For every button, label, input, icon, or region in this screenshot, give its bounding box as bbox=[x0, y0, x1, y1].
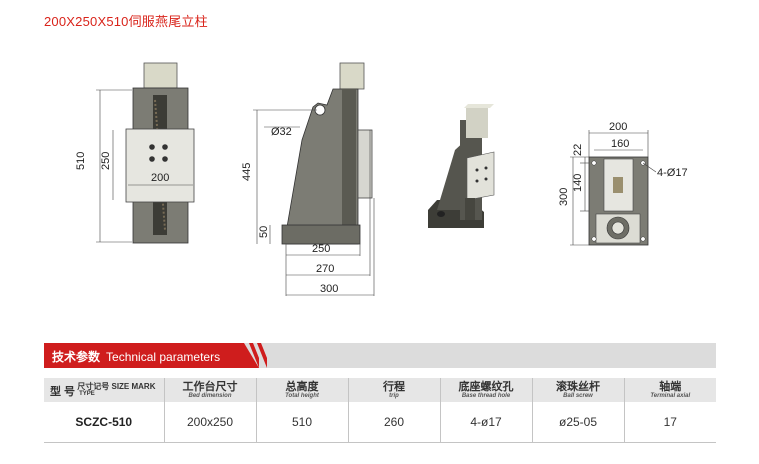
top-dim-140: 140 bbox=[572, 174, 584, 192]
top-dim-22: 22 bbox=[572, 144, 584, 156]
banner-title-cn: 技术参数 bbox=[52, 350, 101, 364]
size-mark-label: 尺寸记号 SIZE MARK bbox=[77, 382, 156, 391]
cell-bed: 200x250 bbox=[163, 402, 256, 443]
table-row: SCZC-510 200x250 510 260 4-ø17 ø25-05 17 bbox=[44, 402, 716, 443]
top-holes-dim: 4-Ø17 bbox=[657, 167, 688, 179]
side-height-dim: 445 bbox=[241, 163, 253, 181]
cell-axial: 17 bbox=[623, 402, 716, 443]
side-dim-250: 250 bbox=[312, 243, 330, 255]
cell-trip: 260 bbox=[347, 402, 440, 443]
cell-model: SCZC-510 bbox=[44, 402, 164, 443]
isometric-view bbox=[428, 104, 495, 228]
page-title: 200X250X510伺服燕尾立柱 bbox=[44, 14, 208, 29]
front-height-dim: 510 bbox=[75, 152, 87, 170]
side-dim-270: 270 bbox=[316, 263, 334, 275]
cell-screw: ø25-05 bbox=[531, 402, 624, 443]
top-dim-200: 200 bbox=[609, 121, 627, 133]
cell-hole: 4-ø17 bbox=[439, 402, 532, 443]
technical-parameters-banner: 技术参数 Technical parameters bbox=[44, 343, 716, 368]
side-dim-300: 300 bbox=[320, 283, 338, 295]
front-table-width-dim: 200 bbox=[151, 172, 169, 184]
banner-stripe bbox=[249, 343, 259, 368]
banner-red-band bbox=[44, 343, 259, 368]
front-table-height-dim: 250 bbox=[100, 152, 112, 170]
top-view bbox=[570, 130, 657, 246]
side-base-height-dim: 50 bbox=[258, 226, 270, 238]
front-view bbox=[96, 62, 195, 244]
banner-text: 技术参数 Technical parameters bbox=[52, 348, 220, 365]
side-view bbox=[253, 62, 375, 296]
top-dim-160: 160 bbox=[611, 138, 629, 150]
banner-title-en: Technical parameters bbox=[106, 350, 221, 364]
technical-drawings: 510 250 200 Ø32 445 50 250 270 300 bbox=[75, 62, 688, 296]
top-dim-300: 300 bbox=[558, 188, 570, 206]
cell-height: 510 bbox=[255, 402, 348, 443]
side-hole-dim: Ø32 bbox=[271, 126, 292, 138]
banner-stripe bbox=[257, 343, 267, 368]
